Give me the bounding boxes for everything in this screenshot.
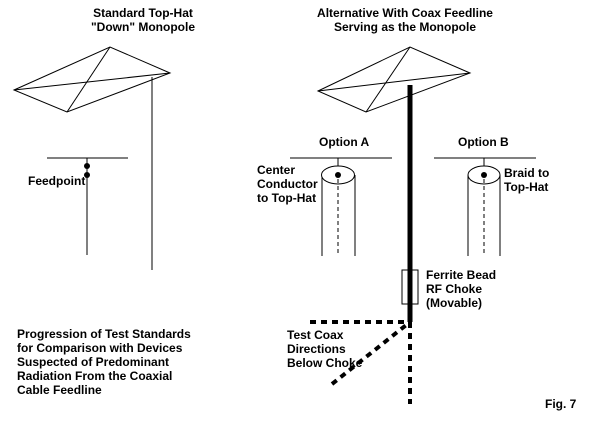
heading-right: Alternative With Coax Feedline Serving a…: [317, 6, 493, 34]
progression-text: Progression of Test Standards for Compar…: [17, 327, 191, 397]
right-top-hat: [316, 46, 472, 113]
test-coax-diagonal: [330, 320, 412, 386]
feedpoint-dot-upper: [84, 163, 90, 169]
feedpoint-dot-lower: [84, 172, 90, 178]
option-b-caption: Braid to Top-Hat: [504, 166, 550, 194]
ferrite-choke-label: Ferrite Bead RF Choke (Movable): [426, 268, 497, 310]
option-b-title: Option B: [458, 135, 509, 149]
fig-label: Fig. 7: [545, 397, 577, 411]
option-a-caption: Center Conductor to Top-Hat: [257, 163, 318, 205]
heading-left: Standard Top-Hat "Down" Monopole: [90, 6, 196, 34]
feedpoint-label: Feedpoint: [28, 174, 86, 188]
left-top-hat: [12, 46, 172, 113]
test-coax-label: Test Coax Directions Below Choke: [287, 328, 363, 370]
option-a-coax: [290, 157, 392, 256]
option-b-coax: [434, 157, 536, 256]
option-a-title: Option A: [319, 135, 370, 149]
